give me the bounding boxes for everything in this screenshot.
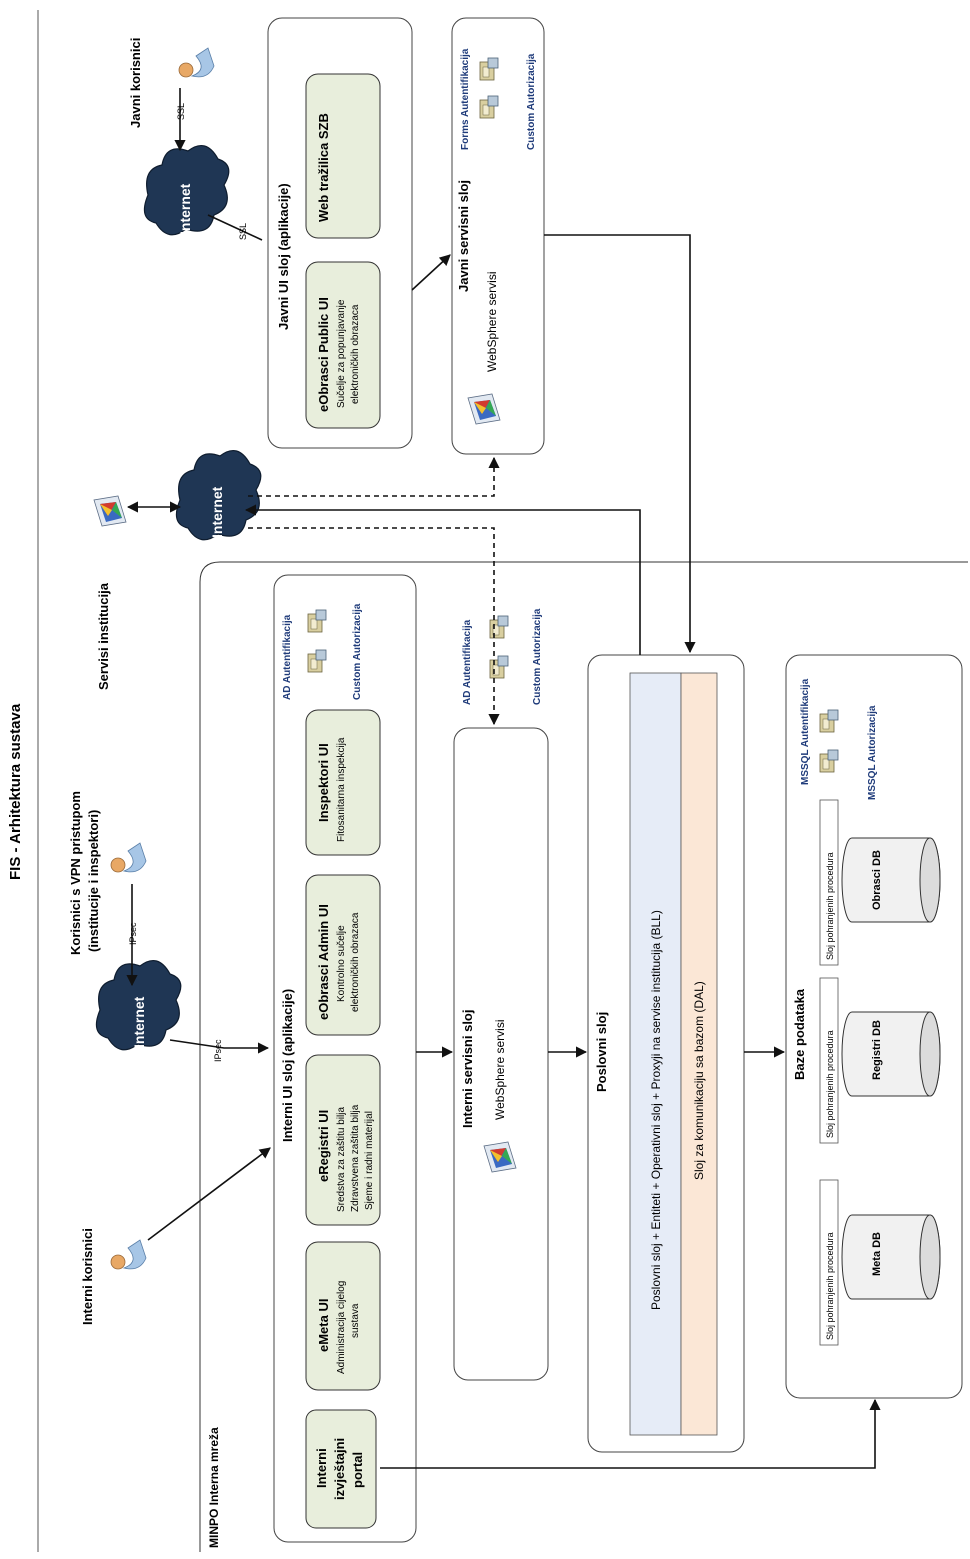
internet-label: Internet <box>177 183 193 235</box>
minpo-network-region: MINPO Interna mreža <box>199 561 968 1552</box>
box-title: izvještajni <box>332 1438 347 1500</box>
box-subtitle: elektroničkih obrazaca <box>350 304 361 404</box>
internet-cloud-vpn: Internet <box>95 959 182 1051</box>
layer-title: Baze podataka <box>792 988 807 1080</box>
dashed-connectors <box>248 456 500 726</box>
inspektori-ui-box: Inspektori UI Fitosanitarna inspekcija <box>305 709 381 856</box>
registri-db-group: Sloj pohranjenih procedura Registri DB <box>819 977 941 1144</box>
box-subtitle: Zdravstvena zaštita bilja <box>350 1104 361 1212</box>
layer-connectors <box>244 234 881 1469</box>
box-subtitle: Kontrolno sučelje <box>336 925 347 1002</box>
actor-interni-korisnici: Interni korisnici <box>80 1228 147 1325</box>
title-group: FIS - Arhitektura sustava <box>7 10 39 1552</box>
box-title: Interni <box>314 1448 329 1488</box>
db-label: Meta DB <box>871 1232 883 1276</box>
stored-procs-label: Sloj pohranjenih procedura <box>825 1030 835 1138</box>
box-subtitle: Sučelje za popunjavanje <box>336 299 347 408</box>
box-subtitle: sustava <box>350 1303 361 1338</box>
user-icon <box>110 1239 147 1270</box>
box-title: Web tražilica SZB <box>316 113 331 222</box>
layer-title: Interni UI sloj (aplikacije) <box>280 989 295 1142</box>
actor-javni-korisnici: Javni korisnici <box>128 38 215 128</box>
user-icon <box>178 47 215 78</box>
meta-db-cylinder <box>841 1214 941 1300</box>
registri-db-cylinder <box>841 1011 941 1097</box>
javni-ui-layer: Javni UI sloj (aplikacije) eObrasci Publ… <box>267 17 413 449</box>
user-icon <box>110 842 147 873</box>
db-label: Registri DB <box>871 1020 883 1080</box>
interni-servisni-layer: Interni servisni sloj WebSphere servisi … <box>453 608 549 1381</box>
bll-label: Poslovni sloj + Entiteti + Operativni sl… <box>649 910 663 1310</box>
actor-label: Korisnici s VPN pristupom <box>68 791 83 955</box>
layer-title: Interni servisni sloj <box>460 1010 475 1129</box>
meta-db-group: Sloj pohranjenih procedura Meta DB <box>819 1179 941 1346</box>
obrasci-db-group: Sloj pohranjenih procedura Obrasci DB <box>819 799 941 966</box>
box-subtitle: Fitosanitarna inspekcija <box>336 737 347 842</box>
obrasci-db-cylinder <box>841 837 941 923</box>
ssl-label: SSL <box>238 223 248 240</box>
layer-title: Javni servisni sloj <box>456 180 471 292</box>
internet-cloud-javni: Internet <box>143 144 230 236</box>
box-title: eObrasci Admin UI <box>316 904 331 1020</box>
custom-auth-label: Custom Autorizacija <box>352 603 363 700</box>
dal-box <box>680 672 718 1436</box>
actor-connections <box>126 88 271 1241</box>
websphere-label: WebSphere servisi <box>493 1020 507 1121</box>
ad-auth-label: AD Autentifikacija <box>282 614 293 700</box>
box-subtitle: Sjeme i radni materijal <box>364 1111 375 1210</box>
interni-ui-layer: Interni UI sloj (aplikacije) Interni izv… <box>273 574 417 1543</box>
box-title: eRegistri UI <box>316 1110 331 1182</box>
box-title: portal <box>350 1452 365 1488</box>
box-title: eMeta UI <box>316 1299 331 1352</box>
box-subtitle: Administracija cijelog <box>336 1281 347 1374</box>
actor-label: Interni korisnici <box>80 1228 95 1325</box>
internet-cloud-institucija: Internet <box>175 449 262 541</box>
minpo-network-label: MINPO Interna mreža <box>207 1427 221 1548</box>
eobrasci-admin-ui-box: eObrasci Admin UI Kontrolno sučelje elek… <box>305 874 381 1036</box>
ipsec-label: IPsec <box>213 1039 223 1062</box>
server-icon <box>489 655 509 679</box>
stored-procs-label: Sloj pohranjenih procedura <box>825 1232 835 1340</box>
mssql-auth-label: MSSQL Autentifikacija <box>800 678 811 785</box>
db-label: Obrasci DB <box>871 850 883 910</box>
actor-servisi-institucija: Servisi institucija <box>93 495 127 690</box>
internet-label: Internet <box>209 486 225 538</box>
reporting-portal-box: Interni izvještajni portal <box>305 1409 377 1529</box>
websphere-icon <box>93 495 127 527</box>
box-subtitle: Sredstva za zaštitu bilja <box>336 1107 347 1212</box>
eobrasci-public-ui-box: eObrasci Public UI Sučelje za popunjavan… <box>305 261 381 429</box>
baze-podataka-layer: Baze podataka Sloj pohranjenih procedura… <box>785 654 963 1399</box>
emeta-ui-box: eMeta UI Administracija cijelog sustava <box>305 1241 381 1391</box>
actor-label: Javni korisnici <box>128 38 143 128</box>
actor-label: (institucije i inspektori) <box>86 810 101 952</box>
poslovni-layer: Poslovni sloj Poslovni sloj + Entiteti +… <box>587 654 745 1453</box>
layer-title: Poslovni sloj <box>594 1012 609 1092</box>
interni-ui-auth: AD Autentifikacija Custom Autorizacija <box>282 603 363 700</box>
ipsec-label: IPsec <box>128 922 138 945</box>
actor-vpn-korisnici: Korisnici s VPN pristupom (institucije i… <box>68 791 147 955</box>
web-trazilica-box: Web tražilica SZB <box>305 73 381 239</box>
stored-procs-label: Sloj pohranjenih procedura <box>825 852 835 960</box>
box-title: Inspektori UI <box>316 743 331 822</box>
box-subtitle: elektroničkih obrazaca <box>350 912 361 1012</box>
bll-box <box>629 672 682 1436</box>
forms-auth-label: Forms Autentifikacija <box>460 48 471 150</box>
custom-auth-label: Custom Autorizacija <box>532 608 543 705</box>
layer-title: Javni UI sloj (aplikacije) <box>276 183 291 330</box>
websphere-label: WebSphere servisi <box>485 272 499 373</box>
mssql-authz-label: MSSQL Autorizacija <box>867 705 878 800</box>
dal-label: Sloj za komunikaciju sa bazom (DAL) <box>692 981 706 1180</box>
box-title: eObrasci Public UI <box>316 297 331 412</box>
eregistri-ui-box: eRegistri UI Sredstva za zaštitu bilja Z… <box>305 1054 381 1226</box>
diagram-title: FIS - Arhitektura sustava <box>7 703 24 880</box>
ad-auth-label: AD Autentifikacija <box>462 619 473 705</box>
internet-label: Internet <box>131 996 147 1048</box>
custom-auth-label: Custom Autorizacija <box>526 53 537 150</box>
actor-label: Servisi institucija <box>96 582 111 690</box>
ssl-label: SSL <box>176 103 186 120</box>
server-icon <box>489 615 509 639</box>
javni-servisni-layer: Javni servisni sloj WebSphere servisi Fo… <box>451 17 545 455</box>
mssql-auth: MSSQL Autentifikacija MSSQL Autorizacija <box>800 678 878 800</box>
